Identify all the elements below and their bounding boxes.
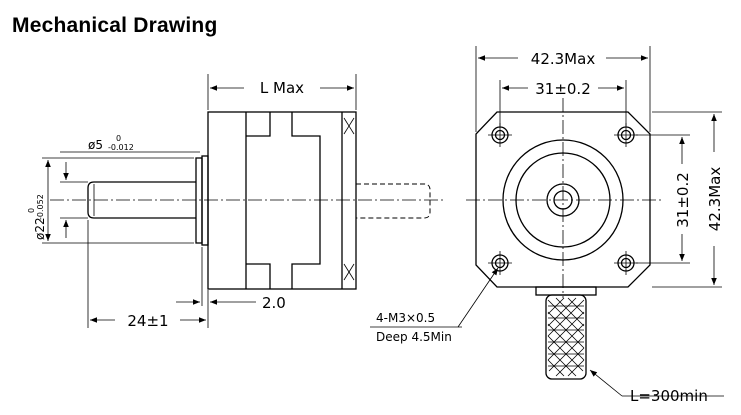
boss-dia-base: ø22 (33, 217, 47, 240)
shaft-dia-tol-upper: 0 (116, 134, 121, 143)
lead-cable-braid (547, 297, 585, 377)
screw-spec-label: 4-M3×0.5 (376, 311, 435, 325)
boss-dia-tol-upper: 0 (27, 208, 36, 213)
front-view: 42.3Max 31±0.2 31±0.2 42.3Max 4-M3×0.5 D… (370, 46, 724, 405)
width-max-label: 42.3Max (531, 50, 596, 68)
lead-cable (545, 294, 587, 380)
front-shaft (87, 181, 196, 219)
shaft-dia-label: ø5 0 -0.012 (88, 134, 134, 152)
stator-outline (245, 112, 321, 289)
pilot-boss (195, 157, 203, 244)
lead-leader (589, 369, 623, 397)
boss-dia-tol-lower: -0.052 (36, 194, 45, 220)
rear-cap-marks (343, 117, 355, 281)
boss-dia-label: ø22 0 -0.052 (27, 194, 47, 240)
screw-depth-label: Deep 4.5Min (376, 330, 452, 344)
flange-thickness-label: 2.0 (262, 294, 286, 312)
length-max-label: L Max (260, 79, 304, 97)
pilot-circle (502, 139, 624, 261)
shaft-dia-tol-lower: -0.012 (108, 143, 134, 152)
motor-body-outline (207, 111, 357, 290)
lead-connector (535, 286, 597, 296)
motor-face-outline (475, 111, 651, 288)
lead-length-label: L=300min (630, 387, 708, 405)
hole-spacing-h-label: 31±0.2 (535, 80, 591, 98)
shaft-length-label: 24±1 (127, 312, 168, 330)
hole-crosshairs (488, 123, 638, 275)
rear-shaft-hidden (356, 183, 431, 219)
page-title: Mechanical Drawing (12, 14, 218, 37)
inner-circle (515, 152, 611, 248)
side-view: L Max ø5 0 -0.012 ø22 0 -0.052 24±1 (27, 74, 445, 330)
shaft-circle-outer (546, 183, 580, 217)
shaft-circle-inner (553, 190, 573, 210)
shaft-dia-base: ø5 (88, 138, 103, 152)
screw-leader (457, 267, 499, 328)
hole-spacing-v-label: 31±0.2 (674, 172, 692, 228)
height-max-label: 42.3Max (706, 167, 724, 232)
front-flange (201, 155, 209, 246)
